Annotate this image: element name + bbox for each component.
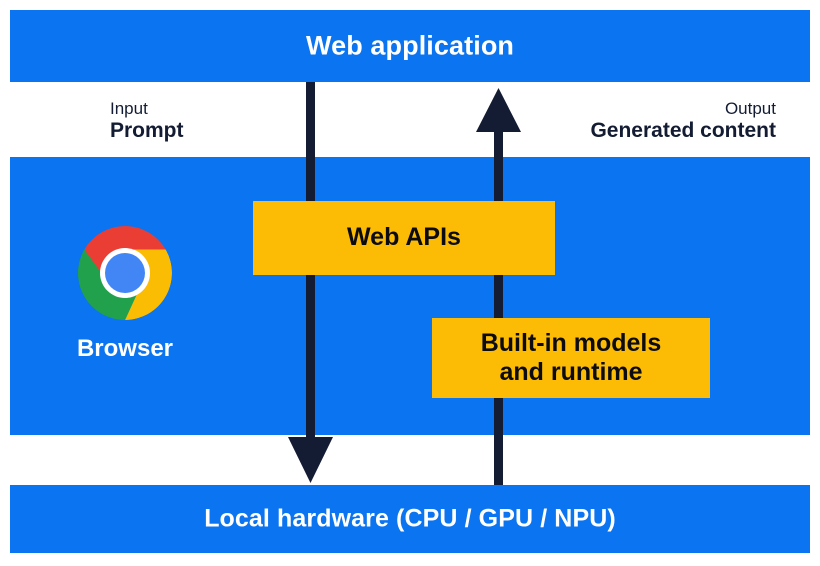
flow-input-value: Prompt <box>110 119 184 143</box>
box-built-in-models-line2: and runtime <box>499 358 643 386</box>
band-local-hardware-label: Local hardware (CPU / GPU / NPU) <box>204 504 616 533</box>
box-web-apis-label: Web APIs <box>347 223 461 252</box>
browser-group: Browser <box>45 225 205 363</box>
box-built-in-models-label: Built-in models and runtime <box>481 329 662 388</box>
flow-label-output: Output Generated content <box>590 99 776 144</box>
band-local-hardware: Local hardware (CPU / GPU / NPU) <box>10 485 810 553</box>
browser-label: Browser <box>76 335 174 362</box>
band-web-application: Web application <box>10 10 810 82</box>
chrome-logo-icon <box>78 226 172 320</box>
flow-input-kicker: Input <box>110 99 148 118</box>
flow-label-input: Input Prompt <box>110 99 184 144</box>
band-web-application-label: Web application <box>305 30 515 61</box>
box-web-apis[interactable]: Web APIs <box>253 201 555 275</box>
box-built-in-models-line1: Built-in models <box>480 328 662 357</box>
box-built-in-models[interactable]: Built-in models and runtime <box>432 318 710 398</box>
flow-output-value: Generated content <box>590 119 776 143</box>
flow-output-kicker: Output <box>724 99 776 118</box>
